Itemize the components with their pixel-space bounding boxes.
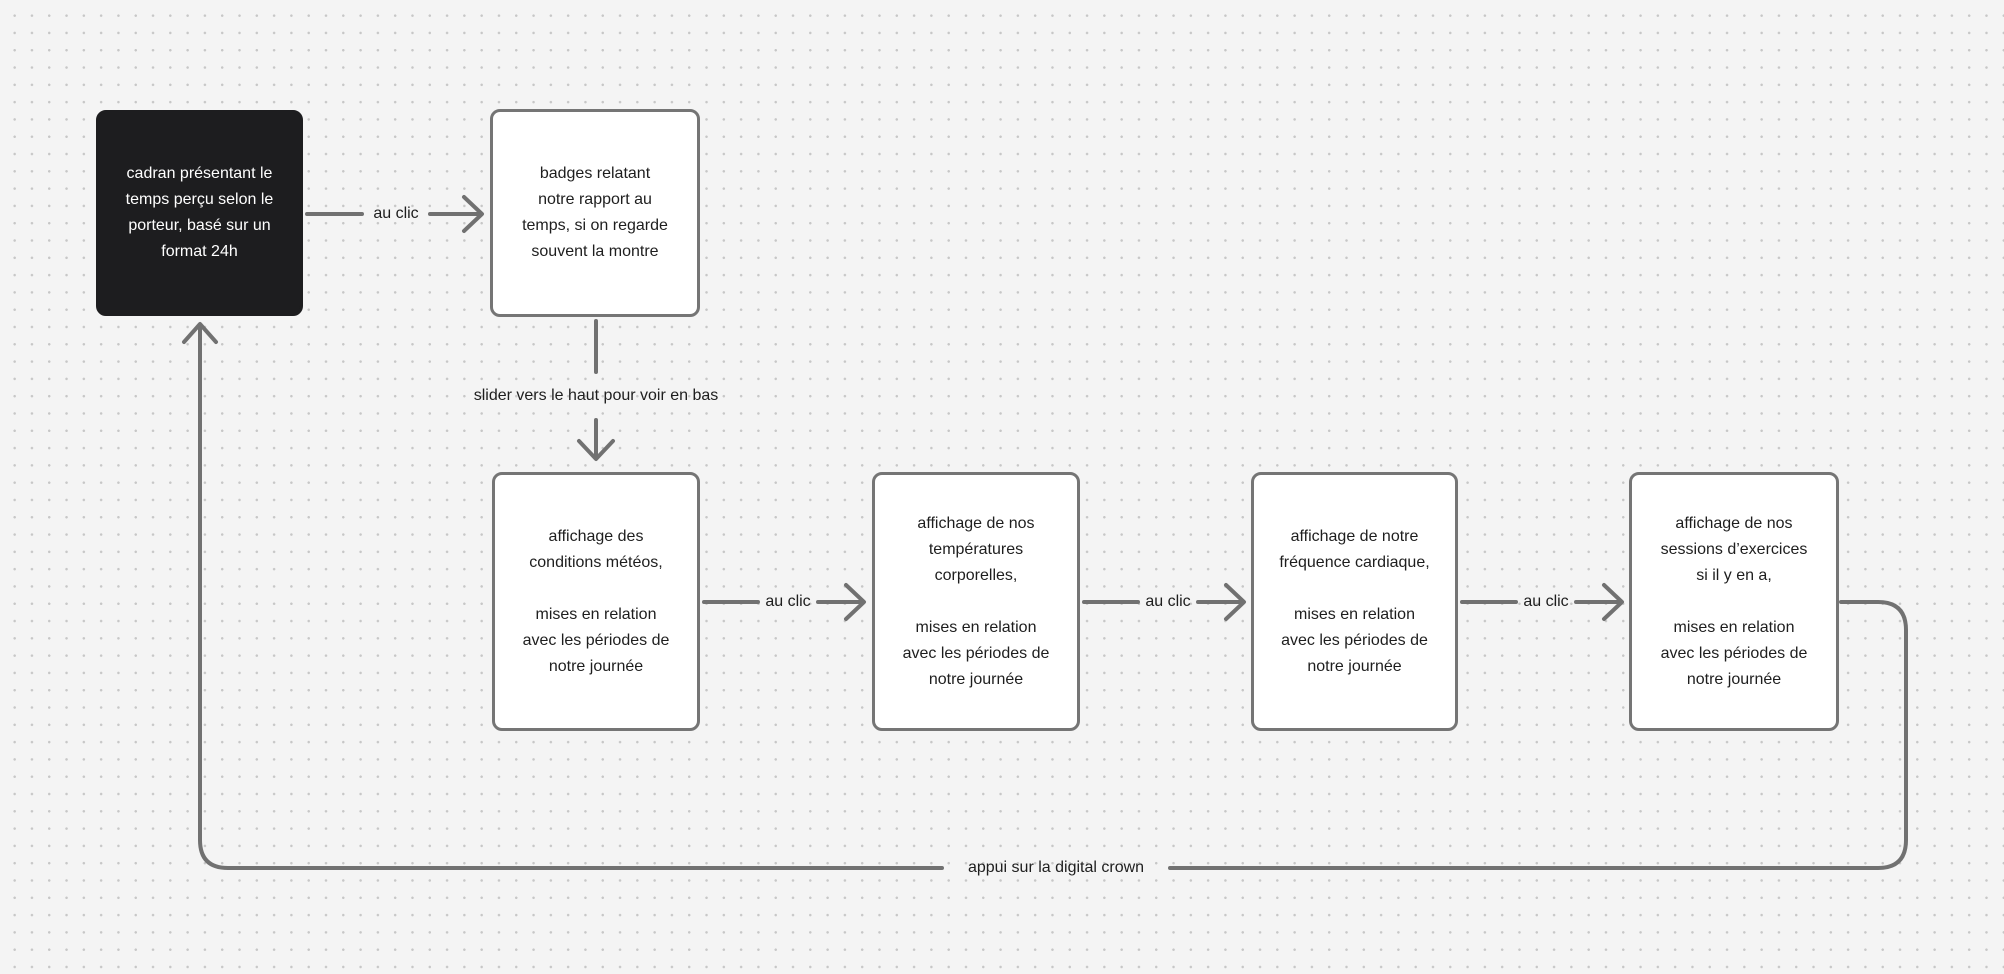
node-cadran[interactable]: cadran présentant le temps perçu selon l… — [96, 110, 303, 316]
edge-cardiaque-exercices[interactable] — [1460, 583, 1624, 621]
edge-label-digital-crown[interactable]: appui sur la digital crown — [967, 859, 1145, 876]
edge-exercices-cadran[interactable] — [182, 322, 1908, 870]
edge-label-au-clic-2[interactable]: au clic — [765, 593, 811, 610]
edge-cadran-badges[interactable] — [305, 195, 484, 233]
node-badges-text: badges relatant notre rapport au temps, … — [522, 165, 668, 260]
node-temperatures-text: affichage de nos températures corporelle… — [902, 514, 1050, 688]
node-meteo-text: affichage des conditions météos, mises e… — [522, 527, 670, 675]
edge-label-slider[interactable]: slider vers le haut pour voir en bas — [473, 387, 719, 404]
edge-label-au-clic-4[interactable]: au clic — [1523, 593, 1569, 610]
edge-label-au-clic-3[interactable]: au clic — [1145, 593, 1191, 610]
node-cardiaque-text: affichage de notre fréquence cardiaque, … — [1279, 527, 1430, 675]
edge-badges-meteo[interactable] — [577, 319, 615, 461]
node-badges[interactable]: badges relatant notre rapport au temps, … — [490, 109, 700, 317]
edge-temperatures-cardiaque[interactable] — [1082, 583, 1246, 621]
edge-meteo-temperatures[interactable] — [702, 583, 866, 621]
edge-label-au-clic-1[interactable]: au clic — [373, 205, 419, 222]
node-cardiaque[interactable]: affichage de notre fréquence cardiaque, … — [1251, 472, 1458, 731]
node-temperatures[interactable]: affichage de nos températures corporelle… — [872, 472, 1080, 731]
node-meteo[interactable]: affichage des conditions météos, mises e… — [492, 472, 700, 731]
node-cadran-text: cadran présentant le temps perçu selon l… — [125, 165, 274, 260]
node-exercices-text: affichage de nos sessions d’exercices si… — [1660, 514, 1808, 688]
node-exercices[interactable]: affichage de nos sessions d’exercices si… — [1629, 472, 1839, 731]
